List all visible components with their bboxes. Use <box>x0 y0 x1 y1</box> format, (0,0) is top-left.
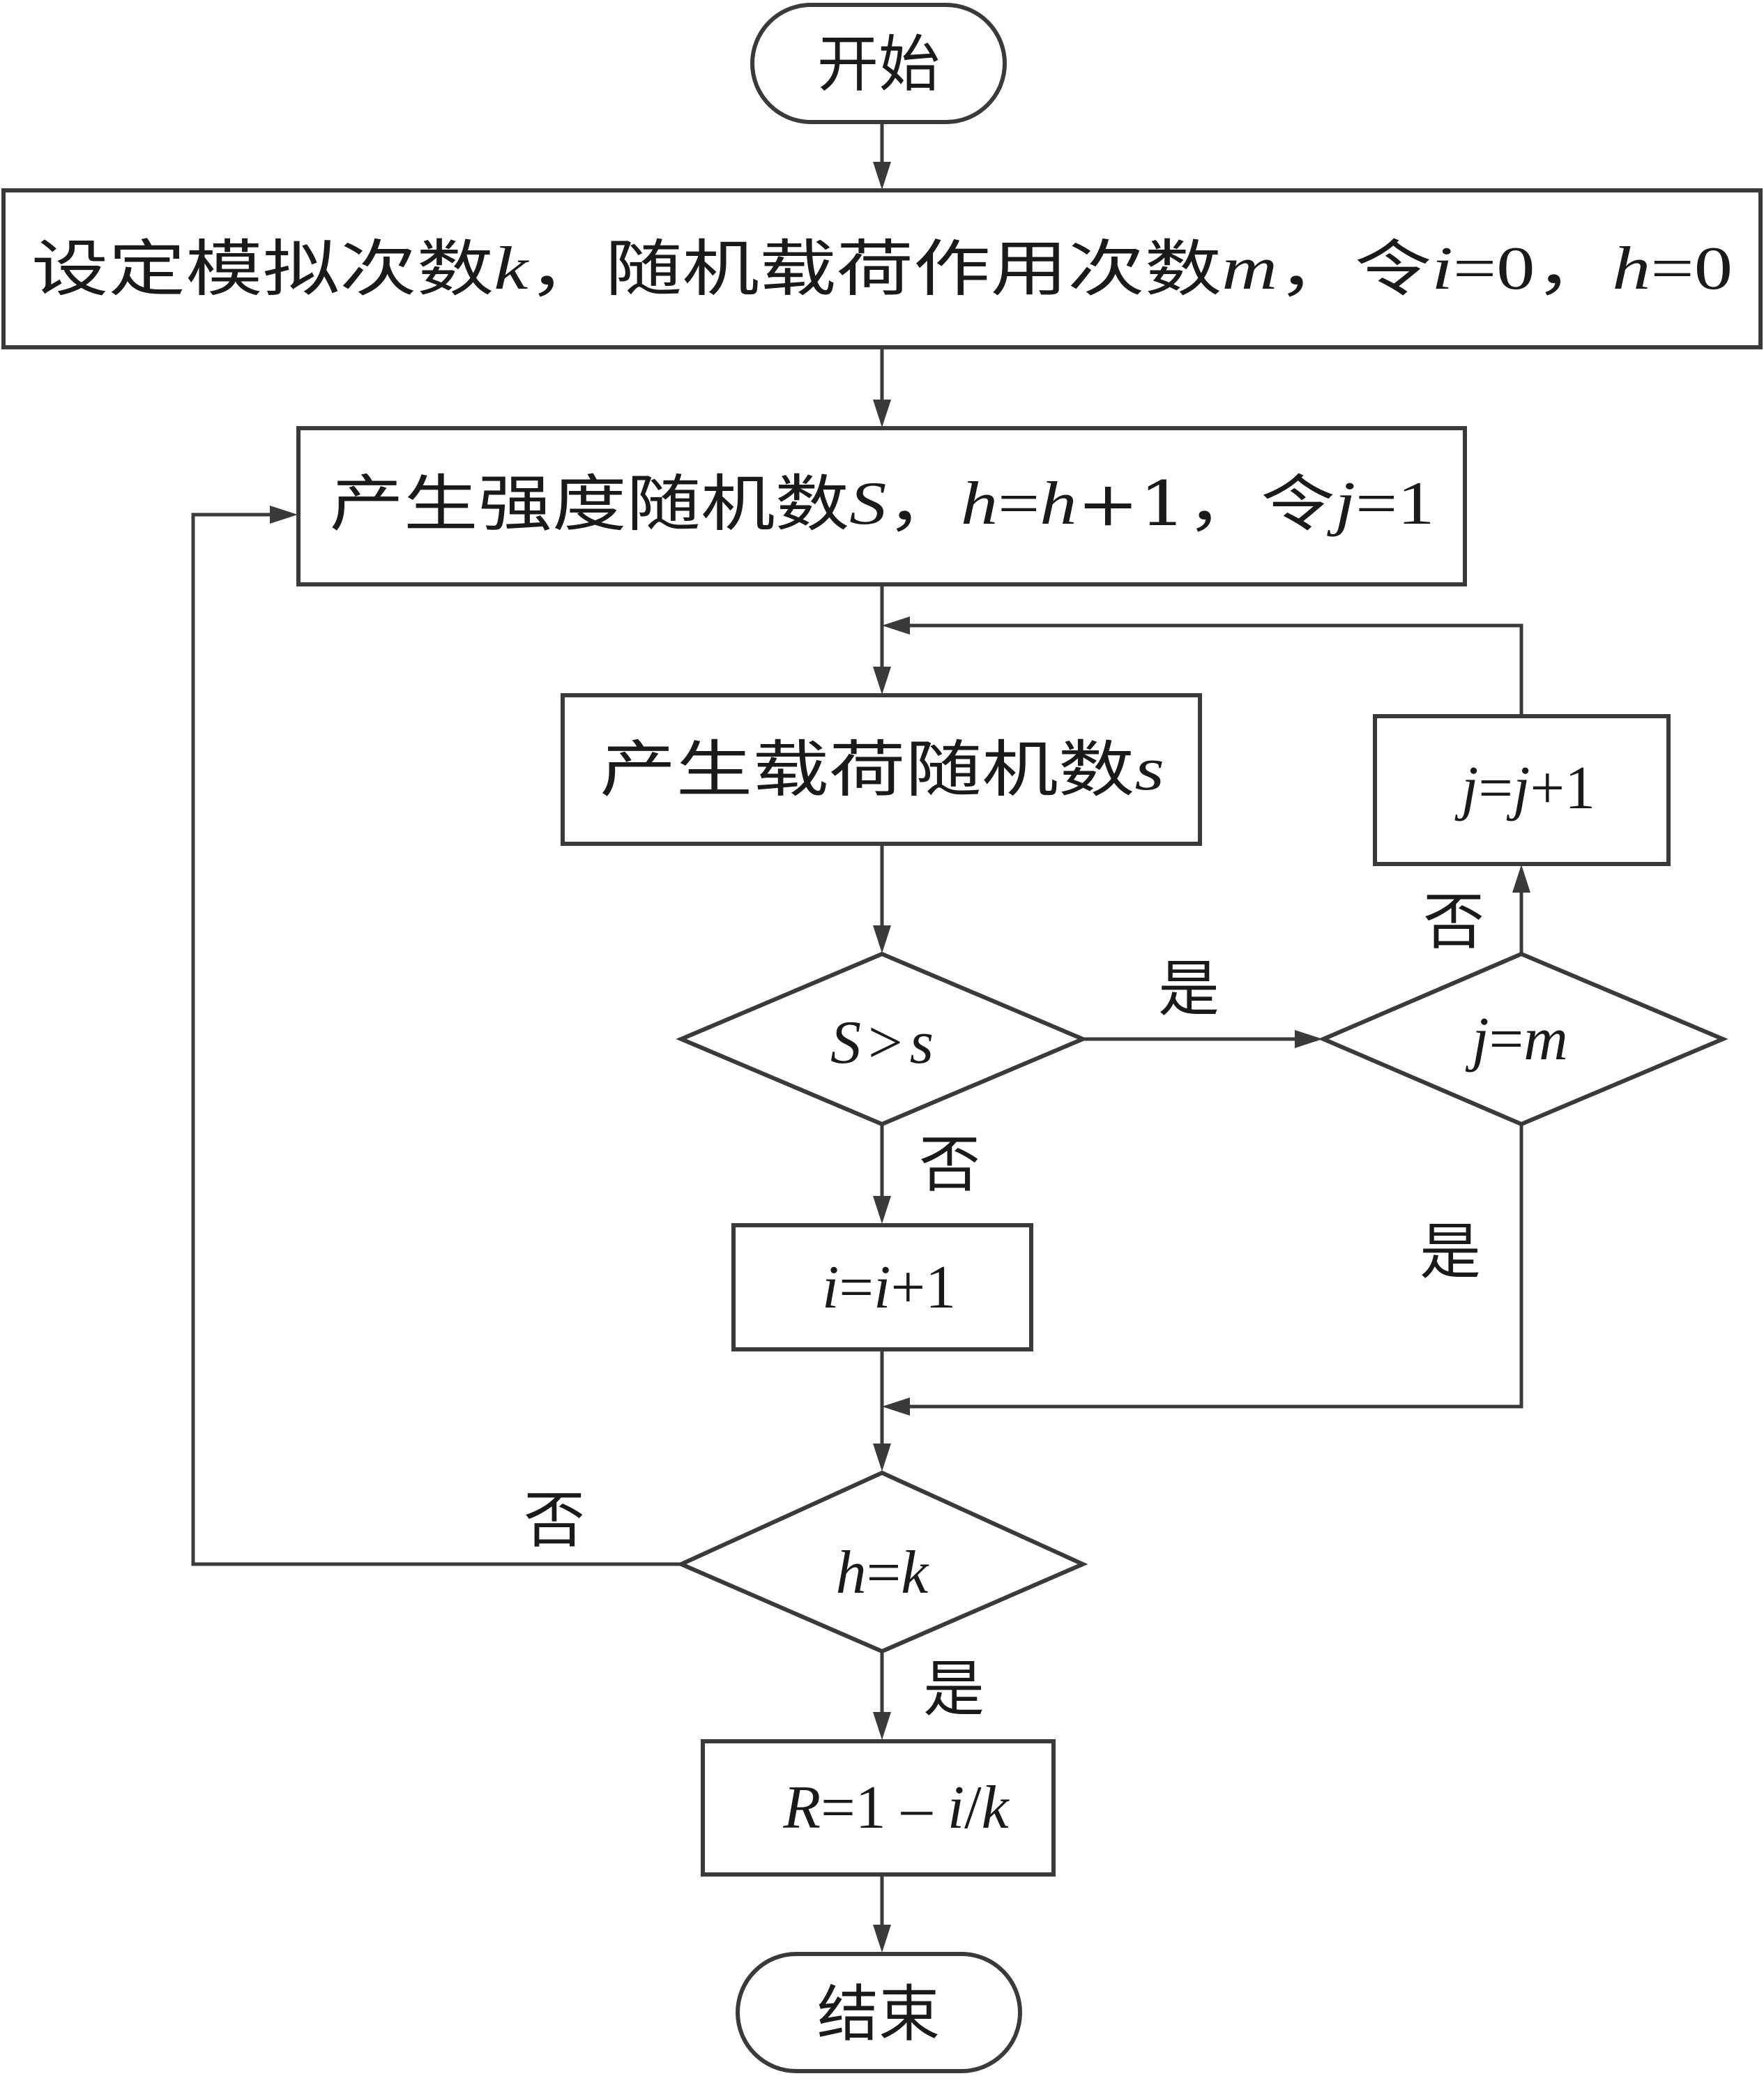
start-label: 开始 <box>817 29 940 100</box>
label-hk-yes: 是 <box>923 1653 984 1725</box>
iinc-process: i=i+1 <box>731 1223 1033 1351</box>
label-jm-no: 否 <box>1423 886 1484 958</box>
hk-decision: h=k <box>676 1470 1088 1654</box>
jinc-process: j=j+1 <box>1373 714 1671 866</box>
jinc-label: j=j+1 <box>1454 755 1595 822</box>
arrowhead <box>873 667 891 695</box>
result-process: R=1 – i/k <box>701 1739 1056 1877</box>
edge-labels: 是 否 否 是 否 是 <box>524 886 1484 1725</box>
start-node: 开始 <box>750 3 1007 124</box>
label-compare-yes: 是 <box>1158 953 1219 1025</box>
compare-label: S>s <box>830 1009 934 1077</box>
arrowhead <box>873 925 891 953</box>
arrowhead <box>1295 1030 1323 1048</box>
connectors <box>191 122 1530 1953</box>
jm-label: j=m <box>1465 1006 1568 1073</box>
end-label: 结束 <box>817 1978 940 2050</box>
label-compare-no: 否 <box>919 1129 980 1201</box>
jm-decision: j=m <box>1318 951 1728 1127</box>
edge-jinc-loop <box>908 623 1523 716</box>
arrowhead <box>873 1444 891 1471</box>
iinc-label: i=i+1 <box>822 1254 956 1321</box>
hk-label: h=k <box>836 1539 930 1607</box>
arrowhead <box>270 506 298 524</box>
arrowhead <box>873 1196 891 1224</box>
arrowhead <box>873 162 891 190</box>
arrowhead <box>873 1925 891 1953</box>
arrowhead <box>873 1712 891 1740</box>
compare-decision: S>s <box>676 951 1088 1127</box>
edge-jm-merge <box>908 1124 1523 1409</box>
label-jm-yes: 是 <box>1420 1216 1481 1288</box>
end-node: 结束 <box>736 1952 1022 2073</box>
arrowhead <box>882 616 910 635</box>
arrowhead <box>873 400 891 427</box>
result-label: R=1 – i/k <box>782 1774 1010 1842</box>
arrowhead <box>882 1397 910 1416</box>
arrowhead <box>1512 865 1530 893</box>
edge-hk-loop <box>191 513 681 1566</box>
label-hk-no: 否 <box>524 1485 585 1556</box>
